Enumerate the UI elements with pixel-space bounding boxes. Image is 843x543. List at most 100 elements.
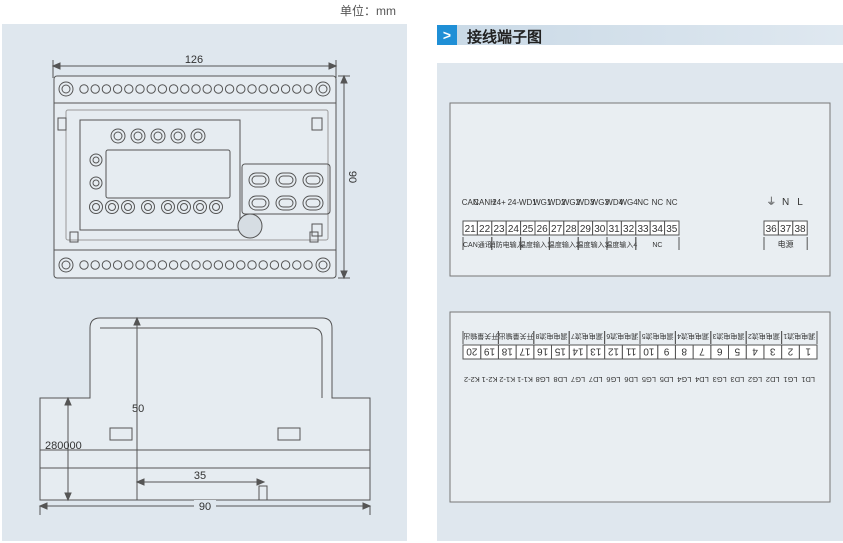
terminal-signal-label: WD1 — [519, 198, 537, 207]
terminal-number: 4 — [752, 346, 758, 357]
terminal-hole — [191, 260, 201, 270]
terminal-signal-label: WD4 — [605, 198, 623, 207]
terminal-signal-label: WG3 — [591, 198, 610, 207]
terminal-hole — [146, 260, 156, 270]
terminal-hole — [292, 84, 302, 94]
terminal-group-label: 开关量输出 — [499, 332, 534, 341]
key-inner — [278, 198, 294, 208]
terminal-hole — [157, 84, 168, 94]
terminal-number: 34 — [652, 224, 664, 235]
terminal-group-label: 开关量输出 — [463, 332, 498, 341]
key — [302, 172, 324, 188]
terminal-hole — [269, 84, 280, 94]
knob — [121, 200, 135, 214]
terminal-signal-label: LG2 — [748, 375, 762, 384]
terminal-signal-label: LD4 — [695, 375, 709, 384]
terminal-number: 9 — [663, 346, 669, 357]
terminal-number: 35 — [666, 224, 678, 235]
terminal-group-label: 温度输入1 — [519, 240, 551, 249]
key-inner — [278, 175, 294, 185]
terminal-signal-label: LD1 — [801, 375, 815, 384]
terminal-number: 38 — [794, 224, 806, 235]
power-signal-label: N — [782, 197, 789, 208]
dim-side-height: 50 — [132, 403, 144, 415]
terminal-hole — [90, 84, 100, 94]
terminal-hole — [236, 84, 246, 94]
knob-inner — [196, 203, 204, 211]
terminal-number: 27 — [551, 224, 563, 235]
terminal-group-label: 漏电电流3 — [712, 332, 744, 341]
terminal-signal-label: LG3 — [713, 375, 727, 384]
terminal-signal-label: 24- — [508, 198, 520, 207]
knob-inner — [153, 131, 163, 141]
terminal-hole — [101, 260, 112, 270]
terminal-number: 1 — [805, 346, 811, 357]
terminal-number: 5 — [734, 346, 740, 357]
terminal-signal-label: WD3 — [577, 198, 595, 207]
terminal-signal-label: LD7 — [589, 375, 603, 384]
terminal-hole — [168, 260, 179, 270]
knob-inner — [113, 131, 123, 141]
knob-inner — [124, 203, 132, 211]
terminal-hole — [258, 84, 268, 94]
terminal-number: 14 — [572, 346, 584, 357]
knob — [190, 128, 206, 144]
terminal-number: 22 — [479, 224, 491, 235]
dim-top-width: 126 — [185, 54, 203, 66]
terminal-hole — [202, 84, 212, 94]
terminal-number: 37 — [780, 224, 792, 235]
terminal-number: 32 — [623, 224, 635, 235]
knob-inner — [164, 203, 172, 211]
power-group-label: 电源 — [778, 239, 794, 249]
knob — [105, 200, 119, 214]
terminal-hole — [280, 84, 291, 94]
terminal-hole — [247, 84, 257, 94]
terminal-group-label: 消防电输入 — [489, 240, 524, 249]
terminal-hole — [224, 260, 235, 270]
knob — [209, 200, 223, 214]
knob-inner — [133, 131, 143, 141]
terminal-number: 6 — [716, 346, 722, 357]
terminal-hole — [224, 84, 235, 94]
terminal-number: 7 — [699, 346, 705, 357]
key — [248, 195, 270, 211]
terminal-hole — [269, 260, 280, 270]
knob — [150, 128, 166, 144]
knob — [141, 200, 155, 214]
terminal-hole — [303, 260, 313, 270]
knob — [130, 128, 146, 144]
terminal-group-label: 漏电电流6 — [606, 332, 638, 341]
terminal-hole — [79, 84, 89, 94]
terminal-group-label: 漏电电流1 — [783, 332, 815, 341]
terminal-signal-label: NC — [652, 198, 664, 207]
terminal-signal-label: WG4 — [619, 198, 638, 207]
terminal-number: 13 — [590, 346, 602, 357]
terminal-signal-label: CAN — [462, 198, 479, 207]
key-inner — [305, 175, 321, 185]
terminal-group-label: 漏电电流5 — [642, 332, 674, 341]
terminal-number: 26 — [537, 224, 549, 235]
terminal-hole — [247, 260, 257, 270]
terminal-hole — [124, 84, 134, 94]
terminal-hole — [292, 260, 302, 270]
terminal-signal-label: WG2 — [562, 198, 581, 207]
terminal-hole — [157, 260, 168, 270]
terminal-signal-label: NC — [637, 198, 649, 207]
knob-inner — [108, 203, 116, 211]
power-signal-label: L — [797, 197, 803, 208]
terminal-hole — [168, 84, 179, 94]
terminal-group-label: 漏电电流8 — [535, 332, 567, 341]
key — [275, 195, 297, 211]
knob-inner — [193, 131, 203, 141]
knob-inner — [173, 131, 183, 141]
terminal-number: 33 — [637, 224, 649, 235]
terminal-hole — [101, 84, 112, 94]
terminal-hole — [112, 260, 123, 270]
dim-side-width: 90 — [199, 501, 211, 513]
terminal-cell — [462, 344, 482, 360]
terminal-number: 21 — [465, 224, 477, 235]
dim-side-inner: 35 — [194, 470, 206, 482]
terminal-number: 10 — [643, 346, 655, 357]
terminal-number: 29 — [580, 224, 592, 235]
